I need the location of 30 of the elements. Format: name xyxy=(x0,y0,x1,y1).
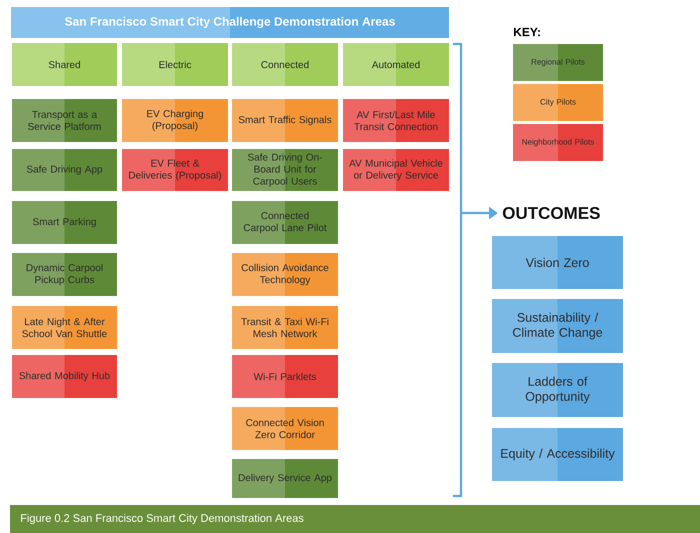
pilot-box: Smart Traffic Signals xyxy=(232,99,338,142)
pilot-box: Safe Driving App xyxy=(12,149,117,191)
outcome-box: Equity / Accessibility xyxy=(492,428,623,481)
pilot-box: Dynamic Carpool Pickup Curbs xyxy=(12,253,117,296)
outcome-box: Ladders of Opportunity xyxy=(492,363,623,417)
category-header: Shared xyxy=(12,43,117,86)
pilot-box: AV First/Last Mile Transit Connection xyxy=(343,99,449,142)
pilot-box: EV Charging (Proposal) xyxy=(122,99,228,142)
outcomes-heading: OUTCOMES xyxy=(502,206,600,220)
title-band: San Francisco Smart City Challenge Demonstration Areas xyxy=(11,7,449,38)
pilot-box: Wi-Fi Parklets xyxy=(232,355,338,398)
pilot-box: Connected Carpool Lane Pilot xyxy=(232,201,338,244)
pilot-box: Shared Mobility Hub xyxy=(12,355,117,398)
pilot-box: Transport as a Service Platform xyxy=(12,99,117,142)
pilot-box: Safe Driving On-Board Unit for Carpool Users xyxy=(232,149,338,191)
outcome-box: Sustainability / Climate Change xyxy=(492,299,623,353)
category-header: Electric xyxy=(122,43,228,86)
pilot-box: Late Night & After School Van Shuttle xyxy=(12,306,117,349)
caption: Figure 0.2 San Francisco Smart City Demonstration Areas xyxy=(21,514,304,524)
pilot-box: Delivery Service App xyxy=(232,459,338,498)
pilot-box: Connected Vision Zero Corridor xyxy=(232,407,338,450)
outcome-box: Vision Zero xyxy=(492,236,623,289)
pilot-box: EV Fleet & Deliveries (Proposal) xyxy=(122,149,228,191)
category-header: Connected xyxy=(232,43,338,86)
pilot-box: Smart Parking xyxy=(12,201,117,244)
key-heading: KEY: xyxy=(514,28,540,36)
pilot-box: AV Municipal Vehicle or Delivery Service xyxy=(343,149,449,191)
pilot-box: Transit & Taxi Wi-Fi Mesh Network xyxy=(232,306,338,349)
category-header: Automated xyxy=(343,43,449,86)
pilot-box: Collision Avoidance Technology xyxy=(232,253,338,296)
